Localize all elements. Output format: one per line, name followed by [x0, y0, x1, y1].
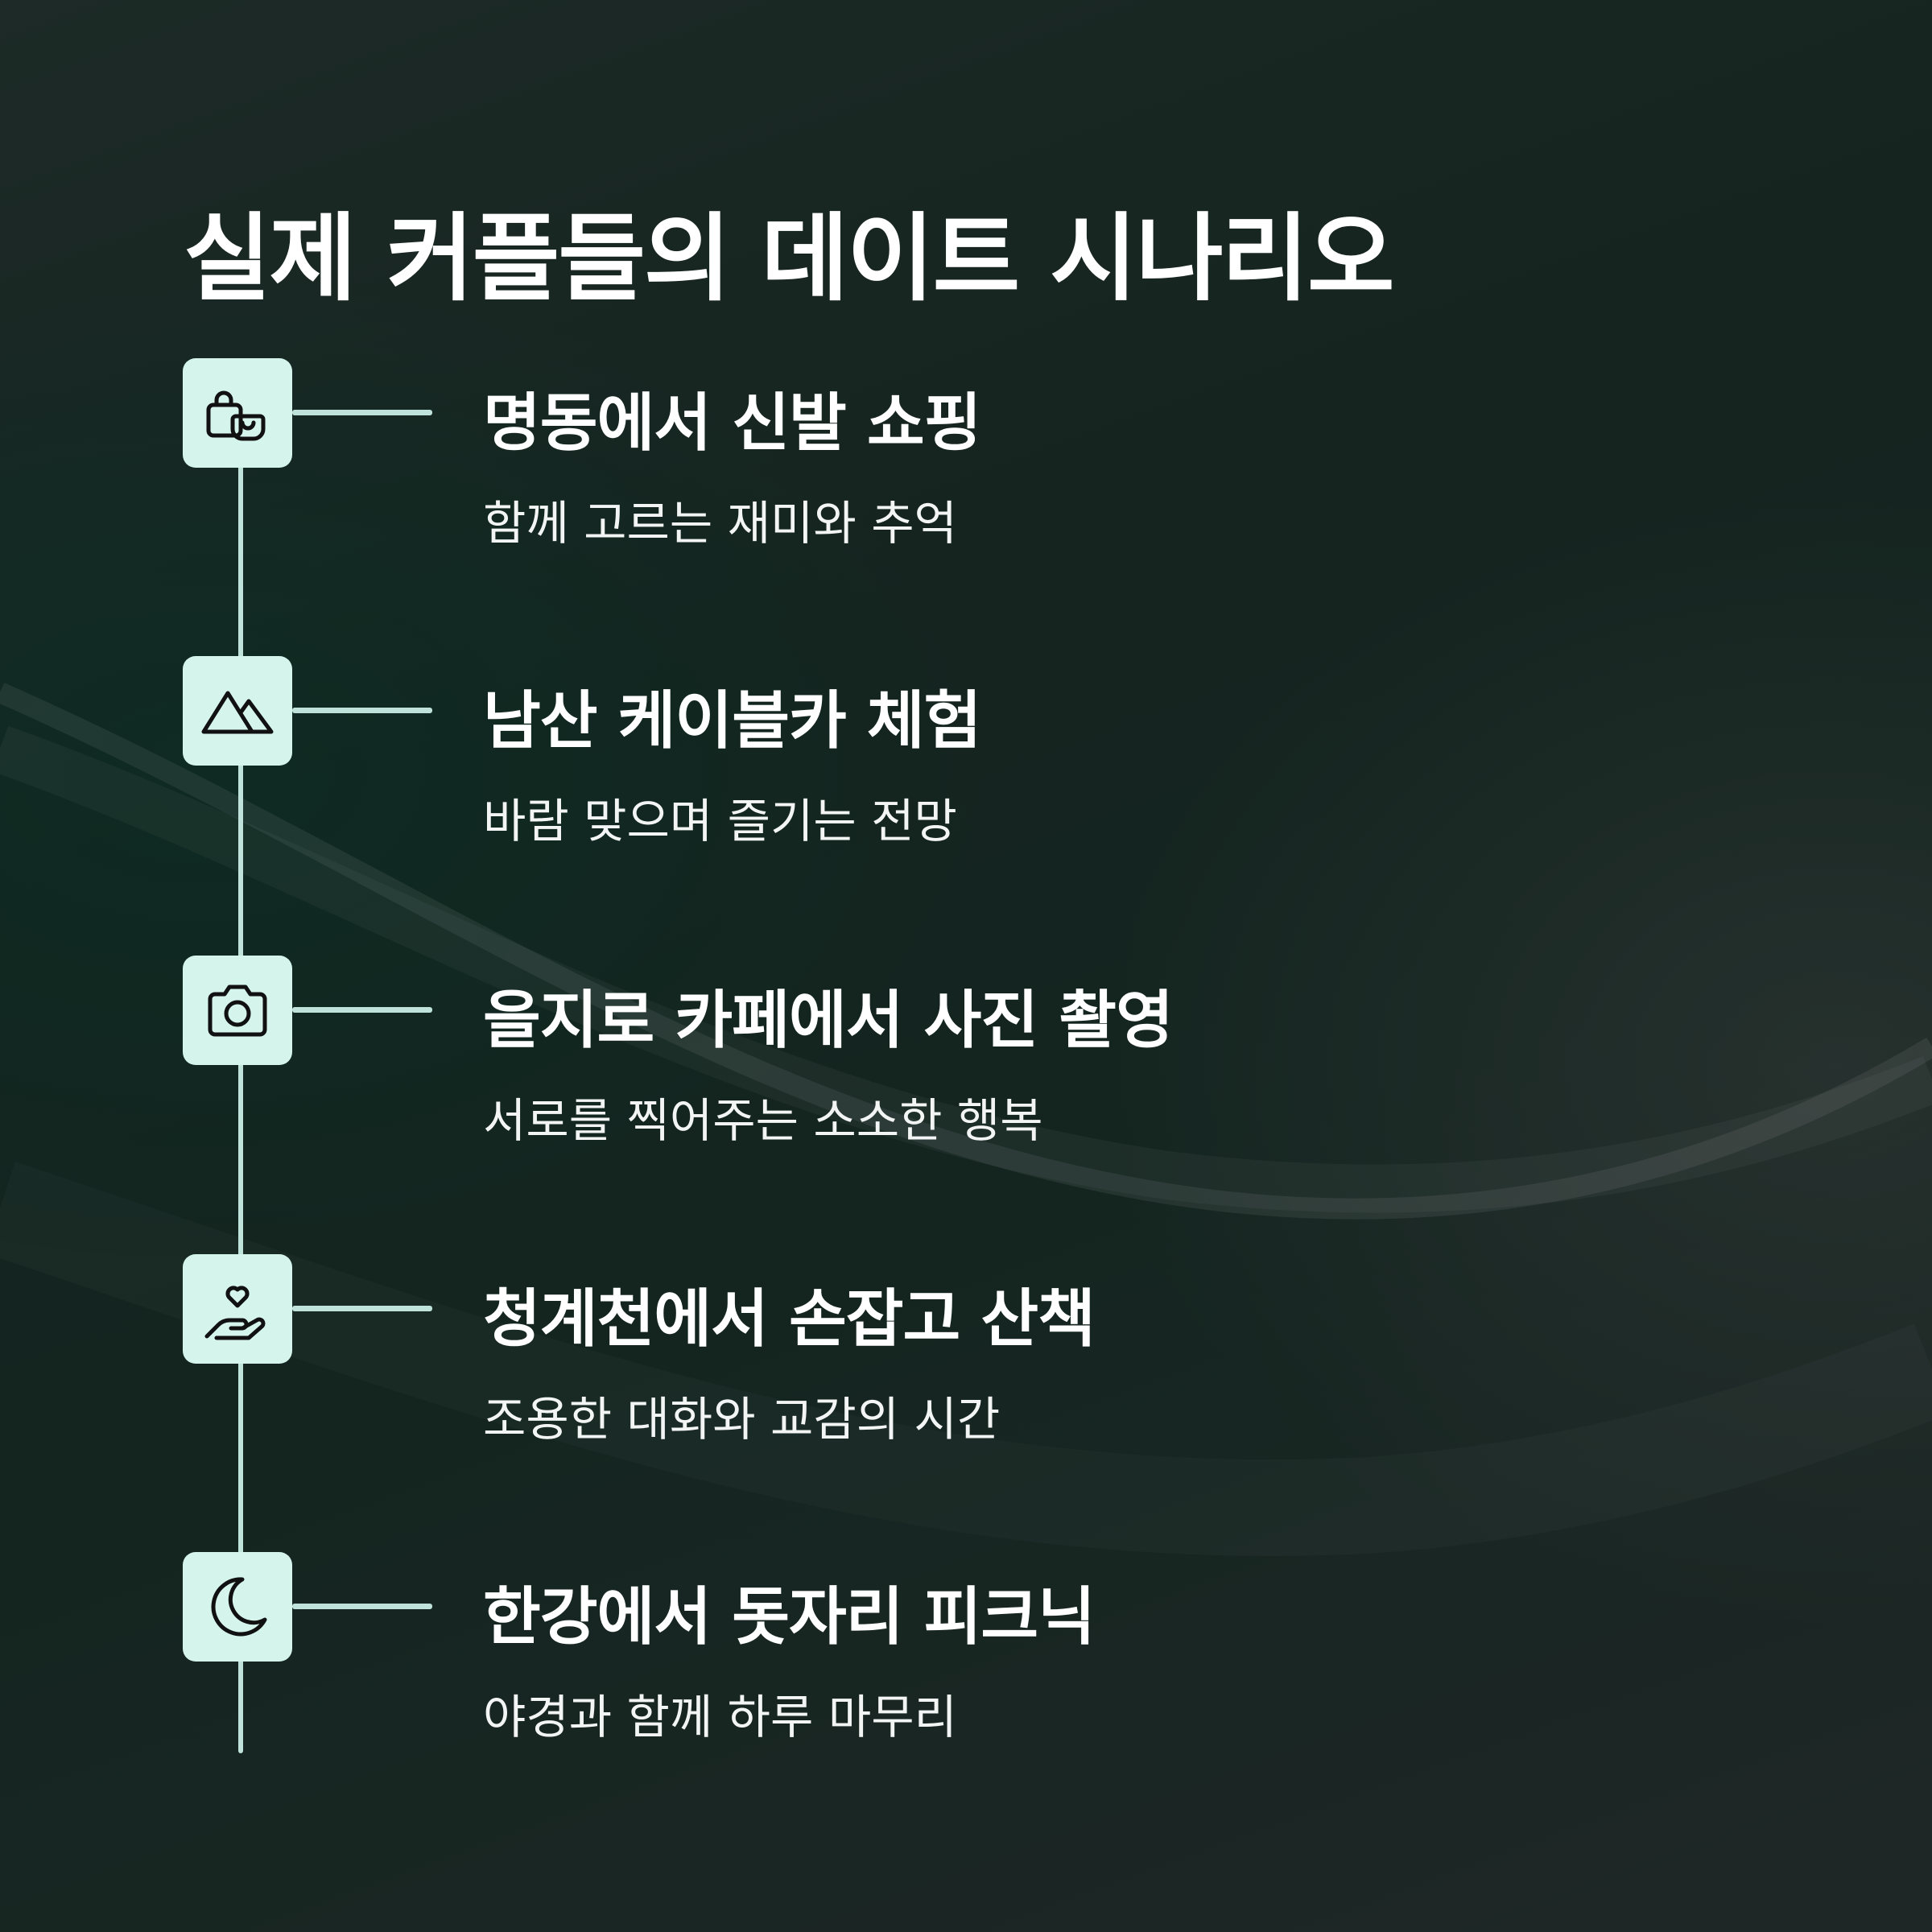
step-description: 조용한 대화와 교감의 시간	[483, 1392, 1001, 1447]
step-icon-box	[183, 1552, 292, 1662]
timeline-step-cablecar: 남산 케이블카 체험 바람 맞으며 즐기는 전망	[0, 656, 1932, 956]
step-connector	[292, 1604, 432, 1609]
step-description: 서로를 찍어주는 소소한 행복	[483, 1093, 1043, 1148]
timeline-step-shopping: 명동에서 신발 쇼핑 함께 고르는 재미와 추억	[0, 358, 1932, 658]
mountain-icon	[201, 691, 274, 734]
camera-icon	[208, 985, 267, 1037]
step-icon-box	[183, 656, 292, 766]
step-description: 바람 맞으며 즐기는 전망	[483, 794, 957, 848]
step-title: 명동에서 신발 쇼핑	[483, 387, 981, 460]
heart-hand-icon	[204, 1286, 266, 1340]
step-icon-box	[183, 358, 292, 468]
page-title: 실제 커플들의 데이트 시나리오	[184, 203, 1395, 314]
step-icon-box	[183, 1254, 292, 1364]
step-connector	[292, 708, 432, 713]
timeline-line	[238, 427, 243, 1753]
timeline-step-walk: 청계천에서 손잡고 산책 조용한 대화와 교감의 시간	[0, 1254, 1932, 1554]
step-icon-box	[183, 956, 292, 1065]
moon-icon	[211, 1577, 267, 1637]
step-connector	[292, 1007, 432, 1013]
step-title: 청계천에서 손잡고 산책	[483, 1283, 1096, 1356]
step-title: 을지로 카페에서 사진 촬영	[483, 985, 1174, 1057]
step-connector	[292, 410, 432, 415]
step-description: 함께 고르는 재미와 추억	[483, 496, 957, 551]
timeline-step-picnic: 한강에서 돗자리 피크닉 야경과 함께 하루 마무리	[0, 1552, 1932, 1852]
step-connector	[292, 1306, 432, 1311]
timeline-step-cafe-photo: 을지로 카페에서 사진 촬영 서로를 찍어주는 소소한 행복	[0, 956, 1932, 1255]
shopping-bag-icon	[206, 390, 266, 441]
step-description: 야경과 함께 하루 마무리	[483, 1690, 957, 1744]
step-title: 남산 케이블카 체험	[483, 685, 981, 758]
step-title: 한강에서 돗자리 피크닉	[483, 1581, 1096, 1653]
